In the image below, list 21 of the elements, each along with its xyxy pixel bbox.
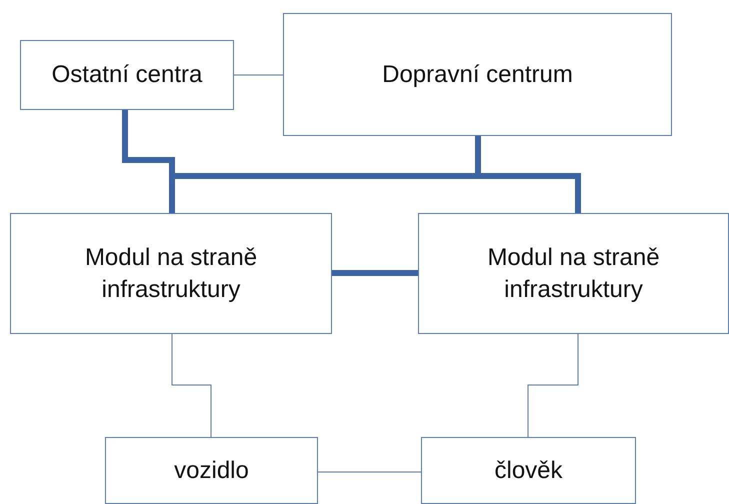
- process-box: [105, 437, 318, 504]
- box-label: Modul na straně infrastruktury: [486, 243, 661, 304]
- connector-line: [332, 270, 418, 276]
- connector-line: [478, 173, 581, 213]
- connector-line: [122, 110, 175, 176]
- process-box: [20, 40, 234, 110]
- connector-line: [169, 176, 175, 213]
- connector-line: [528, 334, 578, 438]
- process-box: [418, 213, 729, 334]
- connector-line: [234, 74, 284, 76]
- box-label: Ostatní centra: [52, 60, 202, 90]
- connector-line: [172, 173, 478, 179]
- box-label: Dopravní centrum: [382, 60, 573, 90]
- box-label: vozidlo: [174, 456, 249, 486]
- connector-line: [172, 334, 212, 438]
- process-box: [10, 213, 332, 334]
- connector-line: [475, 136, 481, 176]
- box-label: Modul na straně infrastruktury: [84, 243, 258, 304]
- box-label: člověk: [494, 456, 563, 486]
- process-box: [283, 13, 672, 136]
- process-box: [421, 437, 636, 504]
